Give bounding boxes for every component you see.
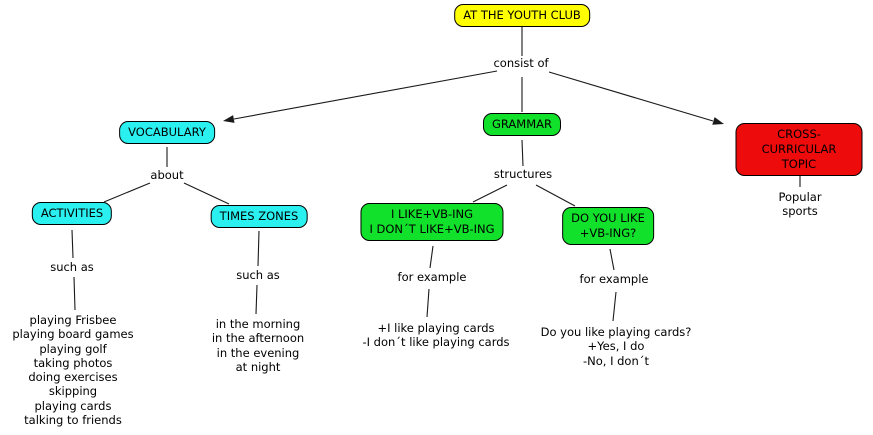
node-grammar[interactable]: GRAMMAR <box>482 113 562 136</box>
link-about: about <box>148 168 186 182</box>
link-such-as-times: such as <box>234 268 282 282</box>
link-structures: structures <box>491 167 555 181</box>
link-for-example-like: for example <box>395 270 469 284</box>
leaf-like-examples: +I like playing cards -I don´t like play… <box>362 321 510 350</box>
node-at-the-youth-club[interactable]: AT THE YOUTH CLUB <box>454 4 590 27</box>
node-i-like-vb-ing[interactable]: I LIKE+VB-ING I DON´T LIKE+VB-ING <box>360 203 504 241</box>
node-times-zones[interactable]: TIMES ZONES <box>210 205 308 228</box>
node-do-you-like-vb-ing[interactable]: DO YOU LIKE +VB-ING? <box>562 207 654 245</box>
node-cross-curricular-topic[interactable]: CROSS-CURRICULAR TOPIC <box>735 123 863 176</box>
node-vocabulary[interactable]: VOCABULARY <box>119 121 215 144</box>
leaf-popular-sports: Popular sports <box>778 190 822 219</box>
link-for-example-do: for example <box>577 272 651 286</box>
link-such-as-activities: such as <box>48 260 96 274</box>
arrowhead-icon <box>223 115 235 123</box>
edge-group <box>71 27 801 322</box>
leaf-activity-examples: playing Frisbee playing board games play… <box>12 313 134 428</box>
leaf-do-you-like-examples: Do you like playing cards? +Yes, I do -N… <box>540 325 692 368</box>
leaf-time-examples: in the morning in the afternoon in the e… <box>211 317 305 374</box>
arrowhead-icon <box>712 117 724 125</box>
node-activities[interactable]: ACTIVITIES <box>31 202 113 225</box>
link-consist-of: consist of <box>491 56 551 70</box>
